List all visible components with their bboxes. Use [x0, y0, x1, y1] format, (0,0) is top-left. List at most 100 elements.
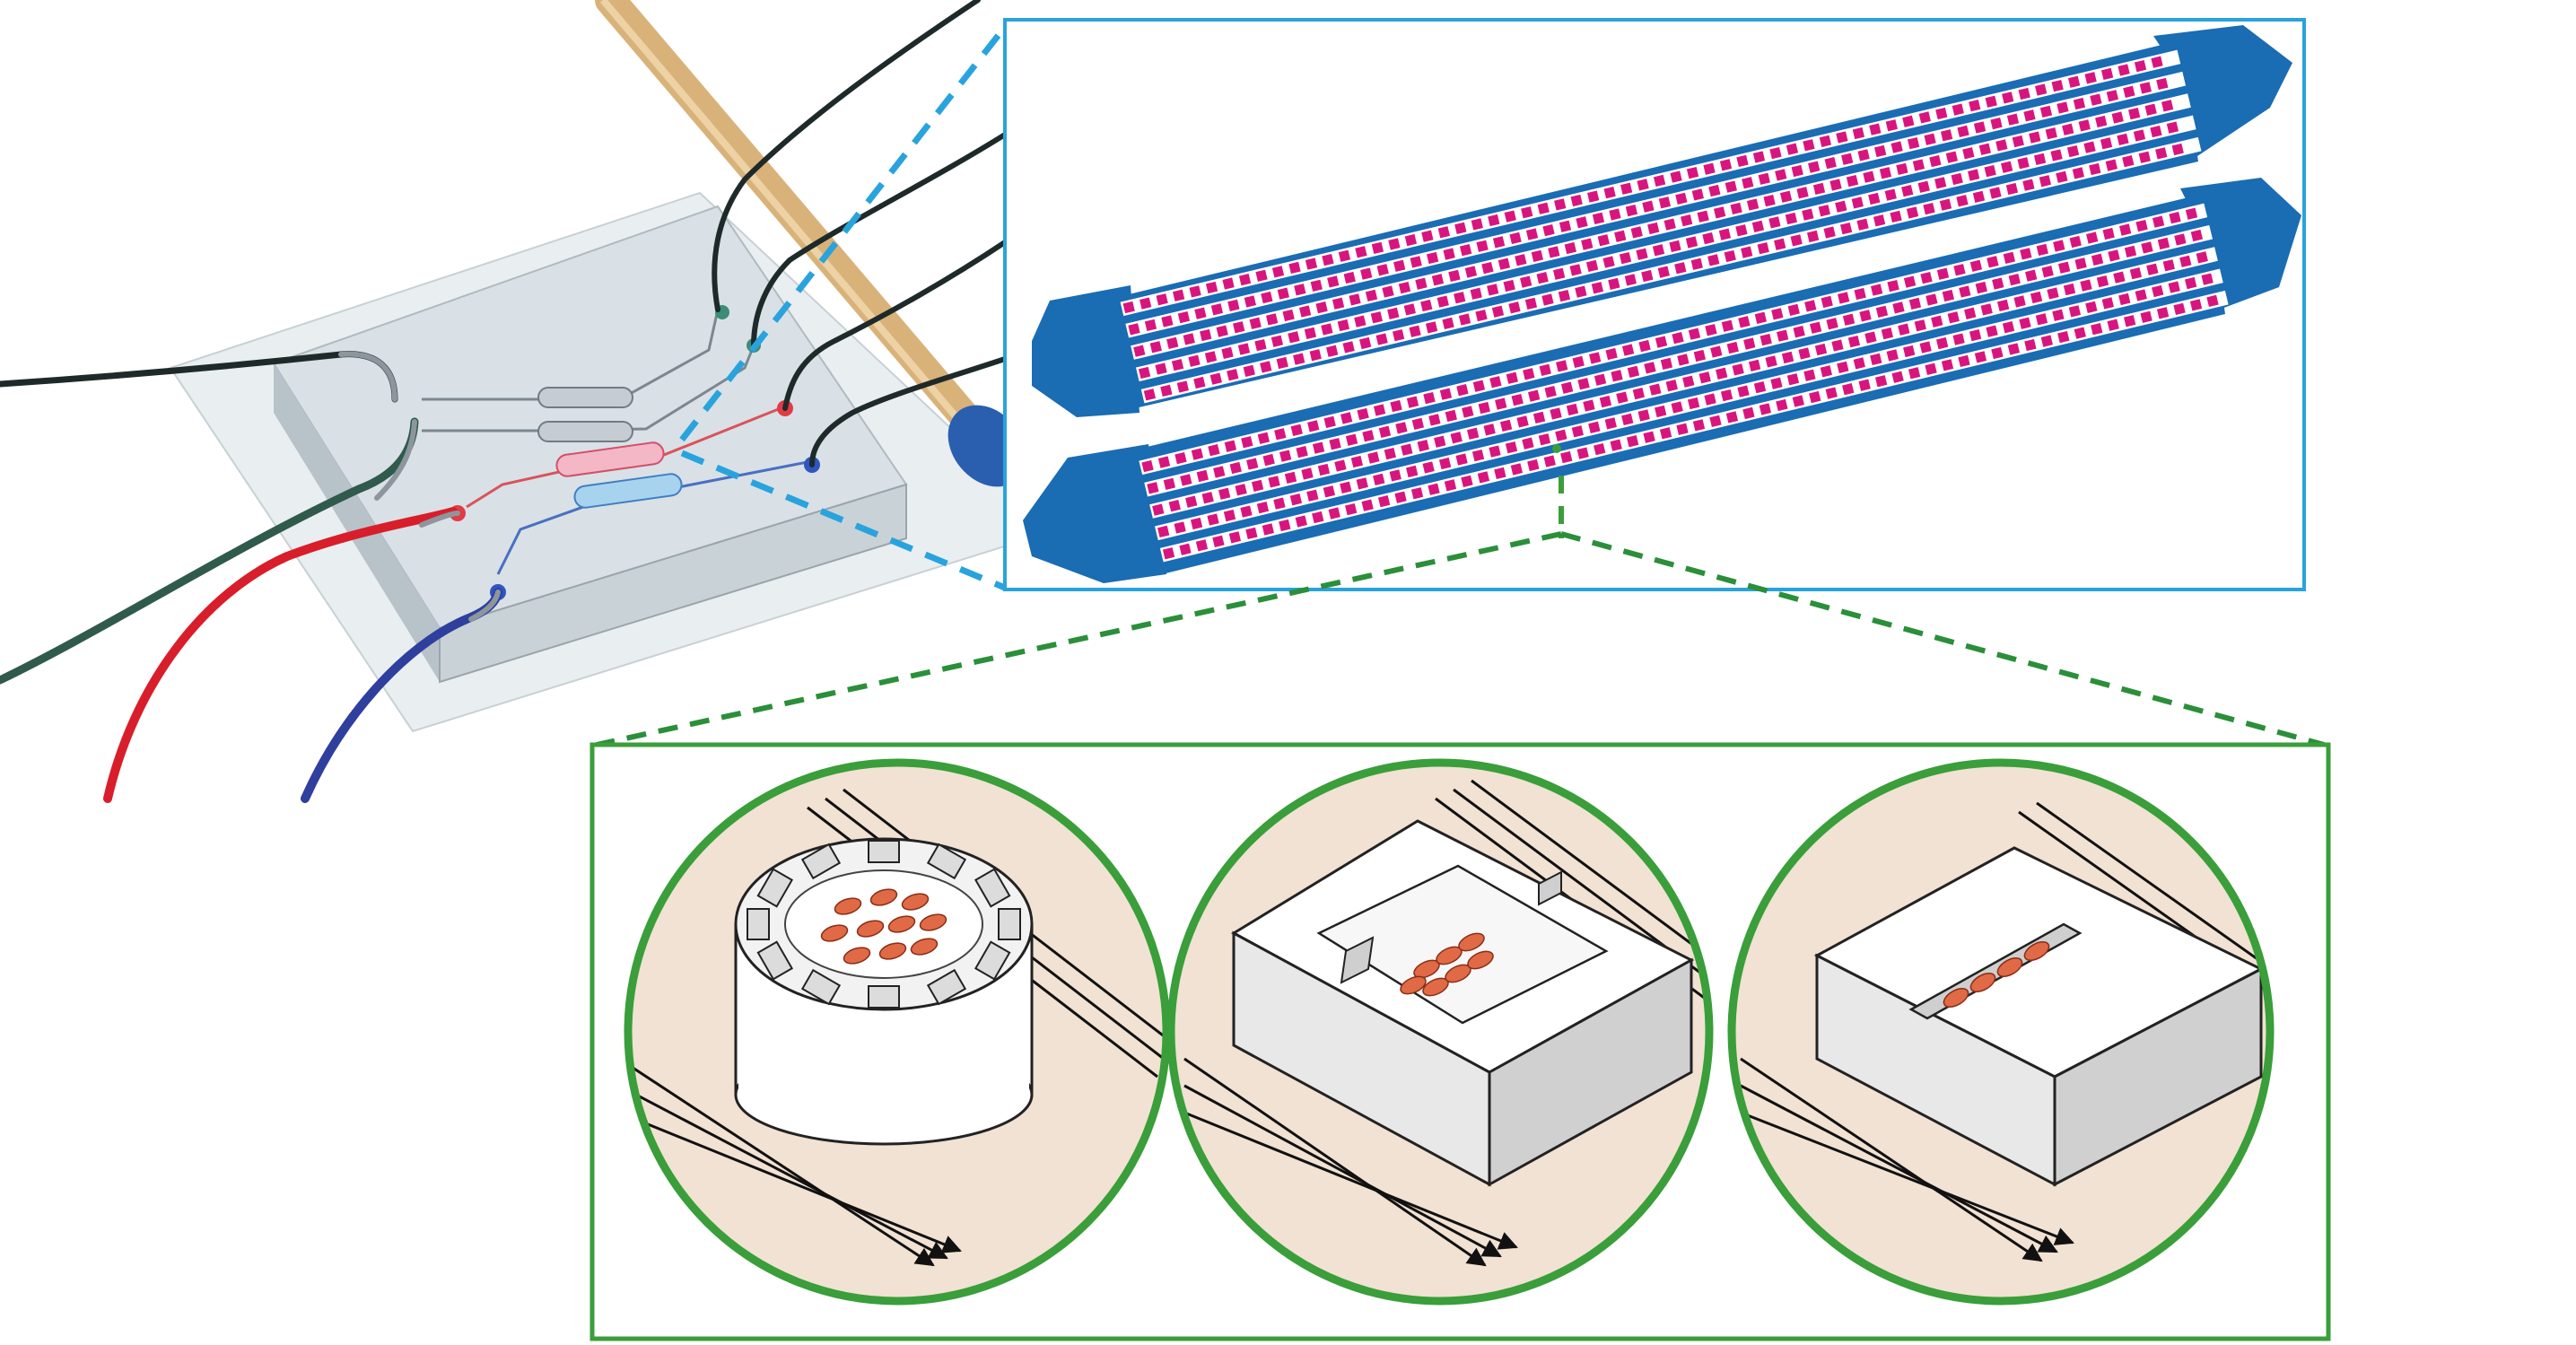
cell-trap	[1814, 343, 1828, 356]
cell-trap	[1508, 301, 1521, 314]
chip-chamber-3	[555, 441, 665, 477]
cell-trap	[1282, 309, 1295, 322]
cell-trap	[1326, 345, 1339, 357]
lower-channel	[1023, 178, 2301, 583]
cell-trap	[2190, 229, 2204, 242]
cell-trap	[2091, 323, 2103, 336]
cell-trap	[2069, 235, 2082, 249]
cell-trap	[1588, 421, 1601, 433]
cell-trap	[2124, 245, 2137, 258]
cell-trap	[2036, 243, 2048, 257]
cell-trap	[2156, 307, 2170, 319]
tube-top-1	[712, 0, 981, 312]
cell-trap	[1189, 285, 1201, 298]
cell-trap	[1306, 489, 1319, 502]
cell-trap	[1748, 359, 1761, 372]
cell-trap	[2085, 301, 2098, 314]
cell-trap	[1671, 401, 1683, 414]
cell-trap	[1209, 372, 1222, 385]
trap-row-rail	[1131, 93, 2191, 360]
zoom-marker-green	[1552, 444, 1561, 453]
cell-trap	[1421, 230, 1434, 242]
cell-trap	[1183, 333, 1195, 345]
cell-trap	[1462, 406, 1474, 418]
cell-trap	[1205, 281, 1218, 294]
cell-trap	[1570, 194, 1583, 207]
trapped-cell	[1996, 957, 2023, 977]
cell-trap	[1964, 307, 1977, 319]
chip-chamber-2	[537, 421, 633, 442]
cell-trap	[1906, 206, 1919, 219]
cell-trap	[1605, 347, 1618, 361]
cell-trap	[2086, 231, 2099, 244]
cell-trap	[1394, 491, 1407, 503]
cell-trap	[2025, 269, 2038, 282]
pillar-tooth	[926, 843, 967, 880]
cell-trap	[1489, 445, 1501, 458]
trapped-cell	[820, 924, 849, 942]
cell-trap	[1455, 453, 1468, 466]
cell-trap	[1483, 424, 1496, 436]
cell-trap	[2124, 315, 2136, 328]
cell-trap	[1442, 317, 1454, 330]
cell-trap	[1362, 430, 1375, 442]
cell-trap	[1522, 437, 1534, 450]
trapped-cell	[1969, 973, 1996, 992]
cell-trap	[1819, 135, 1832, 147]
cell-trap	[2107, 319, 2119, 331]
cell-trap	[1360, 267, 1373, 280]
cell-trap	[1941, 359, 1954, 371]
cell-trap	[1373, 404, 1386, 416]
cell-trap	[1657, 266, 1670, 278]
chip-metal-pins	[338, 351, 501, 622]
cell-trap	[1847, 335, 1861, 348]
cell-trap	[1431, 274, 1445, 286]
cell-trap	[1807, 230, 1820, 243]
cell-trap	[1310, 279, 1323, 292]
cell-trap	[1395, 422, 1408, 434]
cell-trap	[1753, 381, 1767, 394]
cell-trap	[2062, 123, 2074, 135]
cell-trap	[1304, 327, 1317, 340]
cell-trap	[1196, 469, 1209, 483]
cell-trap	[1276, 356, 1288, 370]
cell-trap	[1144, 319, 1157, 332]
cell-trap	[1550, 407, 1562, 420]
cell-trap	[1873, 214, 1886, 227]
cell-trap	[1626, 435, 1639, 448]
cell-trap	[1403, 303, 1416, 316]
cell-trap	[1641, 269, 1654, 283]
cell-trap	[2140, 310, 2152, 323]
inset-1-content	[628, 788, 1166, 1267]
cell-trap	[1213, 466, 1226, 478]
cell-trap	[1969, 100, 1981, 112]
cell-trap	[1599, 395, 1612, 408]
cell-trap	[1676, 423, 1689, 435]
cell-trap	[1162, 547, 1175, 560]
cell-trap	[1725, 411, 1739, 424]
cell-trap	[1504, 210, 1516, 223]
cell-trap	[1200, 328, 1212, 342]
trapped-cell	[843, 947, 871, 965]
cell-trap	[1637, 409, 1650, 422]
cell-trap	[1298, 305, 1312, 318]
cell-trap	[1163, 477, 1176, 490]
cell-trap	[2138, 151, 2151, 163]
cell-trap	[1721, 319, 1734, 332]
trapped-cell	[2023, 941, 2050, 961]
cell-trap	[1141, 459, 1154, 473]
cell-trap	[1556, 360, 1568, 372]
cell-trap	[1677, 354, 1690, 366]
cell-trap	[2072, 167, 2084, 179]
tube-top-2	[751, 132, 1008, 348]
cell-trap	[1919, 341, 1932, 354]
cell-trap	[1903, 275, 1917, 288]
cell-trap	[1317, 463, 1331, 476]
cell-trap	[1338, 249, 1351, 262]
cell-trap	[1858, 379, 1871, 391]
cell-trap	[1884, 188, 1897, 201]
cell-trap	[1539, 363, 1551, 376]
cell-trap	[2066, 144, 2080, 158]
cell-trap	[1660, 357, 1673, 371]
cell-trap	[1191, 448, 1204, 460]
